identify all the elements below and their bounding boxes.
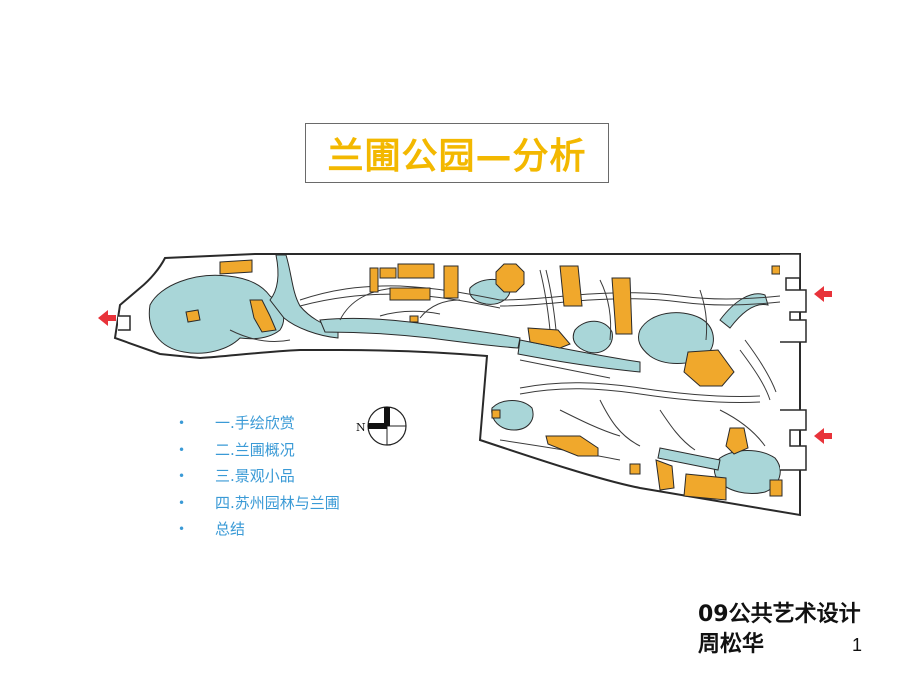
toc-item-1[interactable]: • 一.手绘欣赏 xyxy=(178,410,340,437)
south-canal xyxy=(657,447,721,471)
bullet: • xyxy=(178,442,186,457)
red-entrance-arrow-icon xyxy=(98,310,116,326)
building xyxy=(629,463,641,475)
building xyxy=(683,473,727,501)
building xyxy=(771,265,781,275)
east-stream xyxy=(719,293,769,329)
compass-n-label: N xyxy=(356,421,366,434)
toc-item-4[interactable]: • 四.苏州园林与兰圃 xyxy=(178,490,340,517)
red-entrance-arrow-icon xyxy=(814,428,832,444)
toc-item-label: 总结 xyxy=(215,520,246,538)
toc-item-5[interactable]: • 总结 xyxy=(178,516,340,543)
toc-item-label: 一.手绘欣赏 xyxy=(215,414,295,432)
author-name: 周松华 xyxy=(698,632,765,657)
south-pond xyxy=(713,450,781,494)
building-octagon xyxy=(495,263,525,293)
buildings xyxy=(185,259,783,501)
north-arrow-compass-icon xyxy=(367,406,407,446)
building xyxy=(725,427,749,455)
paths xyxy=(229,269,781,461)
building xyxy=(769,479,783,497)
red-entrance-arrow-icon xyxy=(814,286,832,302)
building xyxy=(611,277,633,335)
park-boundary xyxy=(113,253,801,517)
building xyxy=(249,299,277,333)
building xyxy=(369,267,379,293)
building xyxy=(683,349,735,387)
bullet: • xyxy=(178,522,186,536)
toc-item-2[interactable]: • 二.兰圃概况 xyxy=(178,437,340,464)
building xyxy=(655,459,675,491)
page-number: 1 xyxy=(852,635,863,655)
building xyxy=(527,327,571,349)
building xyxy=(491,409,501,419)
author-block: 09公共艺术设计 周松华 xyxy=(698,600,861,660)
water-areas xyxy=(148,254,781,494)
entrance-gates xyxy=(118,253,807,471)
southwest-pond xyxy=(491,400,534,431)
building xyxy=(379,267,397,279)
bullet: • xyxy=(178,495,186,510)
middle-pond xyxy=(572,320,613,354)
toc-item-label: 二.兰圃概况 xyxy=(215,440,295,459)
building xyxy=(185,309,201,323)
building xyxy=(397,263,435,279)
building xyxy=(545,435,599,457)
bullet: • xyxy=(178,469,186,483)
page-title: 兰圃公园—分析 xyxy=(327,136,587,177)
central-canal xyxy=(319,317,521,349)
toc-item-3[interactable]: • 三.景观小品 xyxy=(178,463,340,490)
toc-item-label: 三.景观小品 xyxy=(215,467,295,485)
west-lake xyxy=(148,274,285,354)
author-course: 09公共艺术设计 xyxy=(698,602,861,627)
title-box: 兰圃公园—分析 xyxy=(305,123,609,183)
building xyxy=(559,265,583,307)
table-of-contents: • 一.手绘欣赏 • 二.兰圃概况 • 三.景观小品 • 四.苏州园林与兰圃 • 总结 xyxy=(178,410,340,543)
toc-item-label: 四.苏州园林与兰圃 xyxy=(215,493,340,512)
building xyxy=(443,265,459,299)
building xyxy=(389,287,431,301)
building xyxy=(409,315,419,323)
building xyxy=(219,259,253,275)
bullet: • xyxy=(178,416,186,430)
